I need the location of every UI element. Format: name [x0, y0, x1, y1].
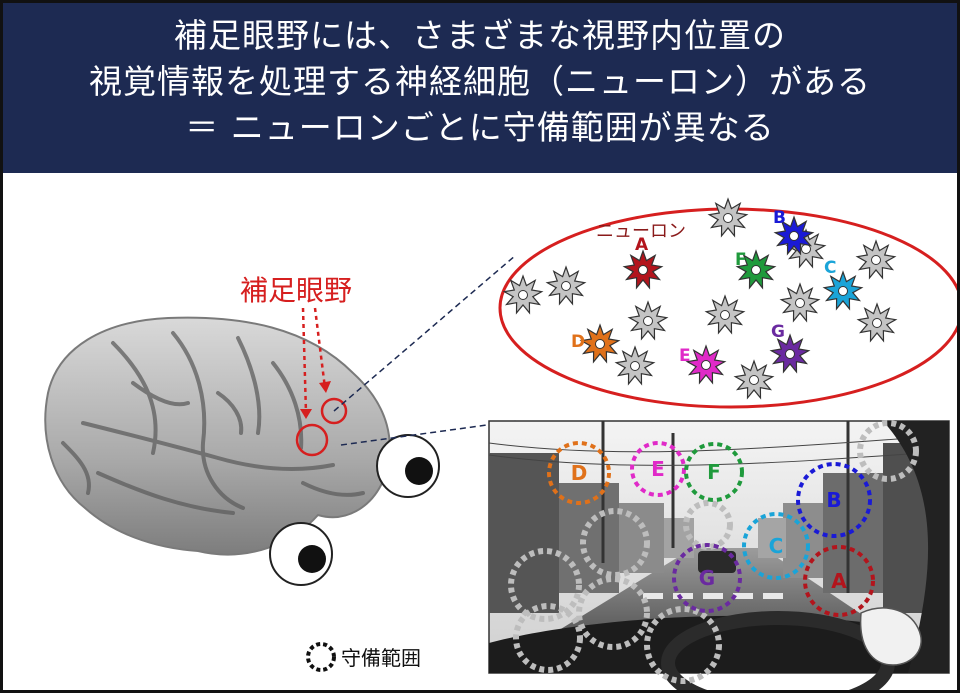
- neuron-d: [579, 323, 621, 364]
- neuron-f: [735, 249, 777, 290]
- neuron-letter-g: G: [771, 322, 785, 342]
- neuron-gray: [733, 359, 775, 400]
- legend-label: 守備範囲: [341, 646, 421, 670]
- receptive-field-a: [803, 545, 875, 617]
- receptive-field-c: [742, 512, 810, 580]
- title-line-1: 補足眼野には、さまざまな視野内位置の: [174, 16, 786, 55]
- legend-dotted-circle-icon: [306, 642, 336, 672]
- neuron-e: [685, 344, 727, 385]
- sef-label: 補足眼野: [240, 274, 352, 307]
- sef-marker-circle: [320, 397, 348, 425]
- receptive-field-letter-b: B: [826, 488, 841, 512]
- neuron-gray: [614, 345, 656, 386]
- receptive-field-letter-c: C: [769, 534, 784, 558]
- neuron-letter-f: F: [735, 250, 747, 270]
- eye-left: [269, 522, 333, 586]
- title-banner: 補足眼野には、さまざまな視野内位置の 視覚情報を処理する神経細胞（ニューロン）が…: [3, 3, 957, 173]
- neuron-gray: [779, 282, 821, 323]
- neuron-gray: [502, 274, 544, 315]
- sef-arrowheads: [300, 381, 331, 419]
- neuron-gray: [545, 265, 587, 306]
- receptive-field-letter-a: A: [831, 569, 847, 593]
- title-line-3: ＝ ニューロンごとに守備範囲が異なる: [185, 108, 775, 147]
- receptive-field-circles-colored: A B C D E F G: [547, 441, 875, 617]
- neuron-cluster: A B C D E F G: [502, 197, 898, 400]
- receptive-field-f: [684, 442, 744, 502]
- receptive-field-letter-e: E: [651, 457, 665, 481]
- receptive-field-b: [796, 462, 872, 538]
- neuron-a: [622, 249, 664, 290]
- receptive-field-e: [630, 441, 686, 497]
- neuron-letter-a: A: [635, 235, 649, 255]
- receptive-field-letter-d: D: [571, 461, 588, 485]
- receptive-field-letter-f: F: [707, 460, 721, 484]
- receptive-field-circles-gray: [508, 420, 919, 684]
- neuron-gray: [704, 294, 746, 335]
- receptive-field-d: [547, 441, 611, 505]
- eye-right: [376, 434, 440, 498]
- neuron-gray: [855, 239, 897, 280]
- title-line-2: 視覚情報を処理する神経細胞（ニューロン）がある: [89, 62, 871, 101]
- legend: 守備範囲: [306, 642, 421, 672]
- sef-dotted-arrows: [301, 307, 327, 414]
- receptive-field-g: [672, 543, 742, 613]
- neuron-gray: [856, 302, 898, 343]
- neuron-letter-d: D: [571, 332, 585, 352]
- receptive-field-letter-g: G: [699, 566, 715, 590]
- monkey-brain-illustration: [44, 316, 391, 556]
- neuron-letter-e: E: [679, 346, 691, 366]
- neuron-gray: [707, 197, 749, 238]
- neuron-g: [769, 333, 811, 374]
- diagram-canvas: 補足眼野 ニューロン A B C D E F G: [44, 197, 957, 690]
- neuron-b: [773, 215, 815, 256]
- sef-marker-circle: [295, 423, 329, 457]
- neuron-label: ニューロン: [596, 221, 686, 242]
- neuron-letter-b: B: [773, 208, 786, 228]
- neuron-letter-c: C: [824, 258, 836, 278]
- neuron-gray: [627, 300, 669, 341]
- neuron-c: [822, 270, 864, 311]
